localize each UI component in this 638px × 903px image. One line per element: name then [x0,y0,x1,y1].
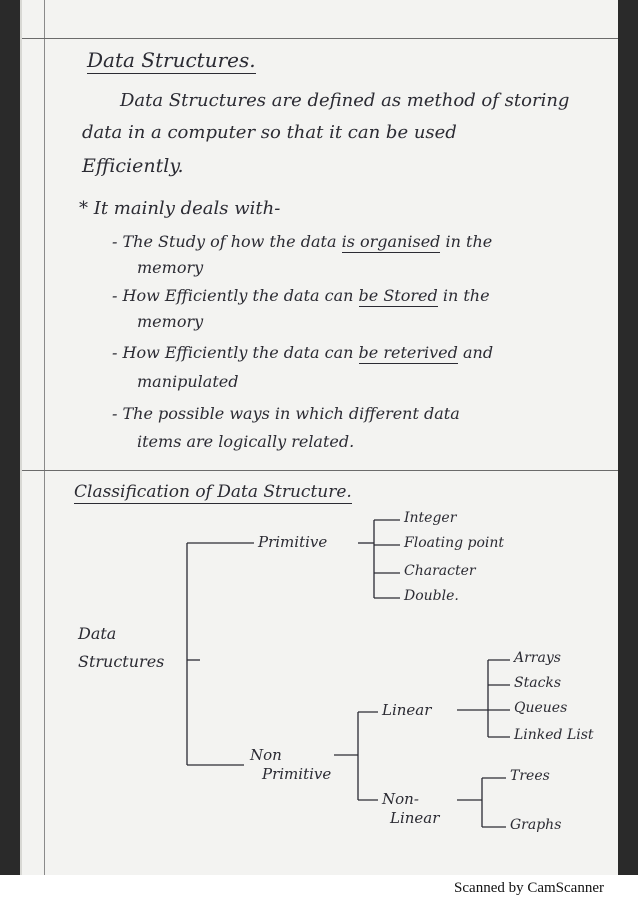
margin-line [44,0,45,875]
tree-linear-child-4: Linked List [514,727,594,743]
tree-nonlinear-line-2: Linear [390,809,440,827]
bullet-3-text: - How Efficiently the data can [112,343,354,362]
tree-prim-child-3: Character [404,563,476,579]
tree-non-line-2: Primitive [262,765,332,783]
tree-prim-child-4: Double. [404,588,459,604]
bullet-3-underlined: be reterived [358,343,458,364]
tree-root-line-1: Data [78,624,117,643]
intro-line-3: Efficiently. [82,155,184,177]
tree-nonlinear-child-1: Trees [510,768,550,784]
bullet-4-line-2: items are logically related. [137,432,355,451]
tree-primitive: Primitive [258,533,328,551]
bullet-2-tail: in the [442,286,490,305]
bullet-1-text: - The Study of how the data [112,232,337,251]
tree-nonlinear-child-2: Graphs [510,817,562,833]
tree-non-line-1: Non [250,746,282,764]
tree-nonlinear-line-1: Non- [382,790,419,808]
tree-linear-child-1: Arrays [514,650,561,666]
bullet-3-line-2: manipulated [137,372,239,391]
notebook-page: Data Structures. Data Structures are def… [20,0,618,875]
rule-line [22,470,618,471]
scanner-watermark: Scanned by CamScanner [454,880,604,896]
bullet-2-line-2: memory [137,312,204,331]
bullet-1-underlined: is organised [341,232,441,253]
tree-root-line-2: Structures [78,652,165,671]
tree-prim-child-1: Integer [404,510,457,526]
bullet-3-tail: and [462,343,494,362]
scanner-footer: Scanned by CamScanner [0,875,638,903]
bullet-2-text: - How Efficiently the data can [112,286,354,305]
tree-connectors [186,519,510,828]
bullet-2-underlined: be Stored [358,286,438,307]
bullet-2: - How Efficiently the data can be Stored… [112,286,490,307]
bullet-1: - The Study of how the data is organised… [112,232,493,253]
intro-line-2: data in a computer so that it can be use… [82,122,457,143]
bullet-4-line-1: - The possible ways in which different d… [112,404,460,423]
bullet-1-tail: in the [445,232,493,251]
intro-line-1: Data Structures are defined as method of… [120,90,570,111]
heading-data-structures: Data Structures. [87,48,256,74]
tree-linear: Linear [382,701,432,719]
bullet-3: - How Efficiently the data can be reteri… [112,343,494,364]
deals-heading: * It mainly deals with- [79,198,281,219]
tree-prim-child-2: Floating point [404,535,505,551]
rule-line [22,38,618,39]
heading-classification: Classification of Data Structure. [74,482,352,504]
tree-linear-child-2: Stacks [514,675,562,691]
tree-linear-child-3: Queues [514,700,568,716]
bullet-1-line-2: memory [137,258,204,277]
